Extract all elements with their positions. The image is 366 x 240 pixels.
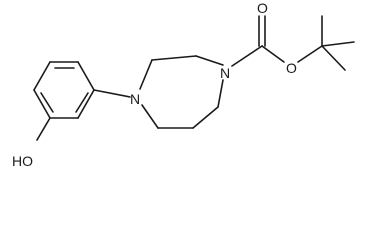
double-bond [40, 92, 54, 113]
bond [321, 41, 355, 47]
bond [33, 89, 51, 119]
bond [261, 45, 285, 63]
bond [192, 106, 219, 129]
bond [33, 61, 51, 91]
structure-diagram: HO N N O O [12, 0, 355, 169]
bond [77, 61, 95, 91]
nitrogen-carbamate-label: N [220, 65, 230, 81]
double-bond [75, 92, 89, 113]
benzene-ring [33, 61, 95, 119]
bond [36, 117, 51, 141]
hydroxyl-label: HO [12, 153, 33, 169]
carbonyl-oxygen-label: O [257, 0, 268, 16]
ester-oxygen-label: O [286, 60, 297, 76]
bond [141, 104, 159, 129]
bond [297, 45, 323, 63]
diazepane-ring [139, 55, 224, 129]
bond [231, 45, 263, 67]
bond [195, 55, 224, 66]
bond [321, 45, 346, 71]
bond [139, 59, 153, 90]
bond [93, 89, 131, 98]
bond [217, 79, 224, 108]
bond [77, 89, 95, 119]
nitrogen-aryl-label: N [130, 91, 140, 107]
bond [151, 55, 197, 61]
